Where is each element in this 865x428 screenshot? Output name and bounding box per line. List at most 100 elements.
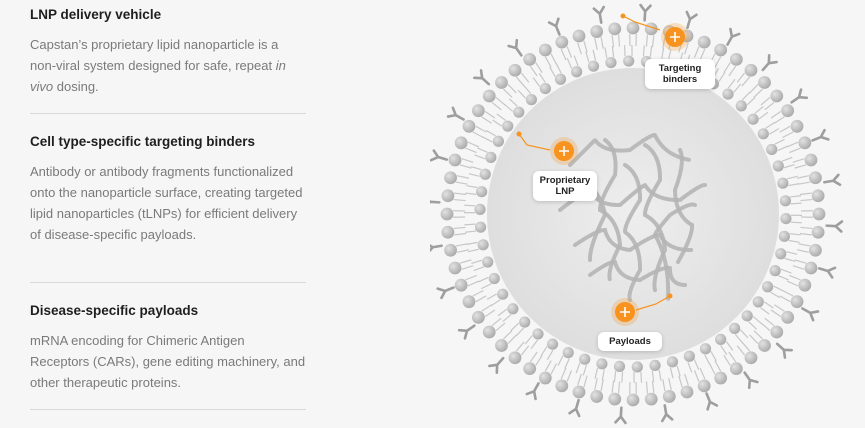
lipid-tail bbox=[520, 72, 530, 83]
lipid-tail bbox=[640, 371, 643, 383]
section-lnp-delivery: LNP delivery vehicle Capstan’s proprieta… bbox=[30, 6, 306, 97]
lipid-head bbox=[555, 379, 569, 393]
lipid-tail bbox=[786, 251, 798, 255]
lipid-head bbox=[508, 351, 522, 365]
lipid-head bbox=[777, 177, 789, 189]
lipid-tail bbox=[794, 164, 807, 169]
lipid-tail bbox=[792, 158, 805, 163]
lipid-head bbox=[474, 221, 487, 233]
lipid-tail bbox=[733, 83, 742, 93]
lipid-head bbox=[605, 56, 617, 69]
lipid-tail bbox=[788, 183, 800, 187]
divider bbox=[30, 409, 306, 410]
lipid-head bbox=[523, 362, 537, 376]
lipid-tail bbox=[472, 131, 484, 139]
lipid-tail bbox=[523, 84, 532, 94]
lipid-tail bbox=[486, 293, 497, 300]
lipid-tail bbox=[577, 373, 582, 386]
lipid-tail bbox=[508, 98, 518, 107]
lipid-tail bbox=[754, 105, 764, 114]
lipid-head bbox=[562, 347, 574, 359]
lipid-tail bbox=[520, 345, 530, 356]
rna-strand bbox=[623, 163, 643, 302]
lipid-tail bbox=[790, 221, 802, 224]
lipid-tail bbox=[468, 248, 480, 253]
lipid-tail bbox=[720, 345, 728, 355]
lipid-tail bbox=[454, 192, 467, 196]
lipid-tail bbox=[758, 111, 769, 120]
lipid-tail bbox=[617, 381, 621, 394]
lipid-tail bbox=[535, 355, 543, 366]
lipid-tail bbox=[471, 259, 483, 265]
binder-shape bbox=[660, 404, 674, 423]
lipid-tail bbox=[492, 119, 503, 127]
binder-icon bbox=[817, 266, 837, 279]
lipid-tail bbox=[467, 280, 480, 287]
lipid-tail bbox=[788, 239, 800, 243]
lipid-head bbox=[497, 288, 509, 300]
binder-shape bbox=[473, 69, 491, 86]
lipid-tail bbox=[645, 381, 649, 394]
lipid-head bbox=[482, 325, 496, 339]
binder-icon bbox=[775, 342, 793, 359]
binder-shape bbox=[436, 286, 455, 300]
binder-shape bbox=[761, 54, 778, 72]
lipid-tail bbox=[786, 141, 799, 148]
lipid-tail bbox=[789, 233, 801, 236]
lipid-tail bbox=[524, 335, 533, 345]
lipid-head bbox=[780, 212, 792, 225]
binder-icon bbox=[488, 356, 505, 374]
binder-icon bbox=[592, 5, 606, 24]
binder-shape bbox=[726, 27, 741, 46]
binder-shape bbox=[790, 88, 809, 104]
lipid-tail bbox=[464, 230, 476, 233]
binder-shape bbox=[568, 398, 581, 418]
lipid-tail bbox=[592, 49, 597, 61]
lipid-tail bbox=[555, 63, 562, 74]
lipid-tail bbox=[669, 367, 674, 379]
lipid-tail bbox=[773, 285, 784, 292]
lipid-head bbox=[476, 186, 488, 198]
lipid-tail bbox=[465, 147, 477, 154]
lipid-tail bbox=[764, 101, 775, 111]
lipid-tail bbox=[600, 379, 604, 392]
lipid-tail bbox=[466, 185, 478, 189]
lipid-tail bbox=[759, 307, 770, 315]
lipid-head bbox=[769, 265, 781, 277]
lipid-tail bbox=[783, 163, 795, 169]
binder-icon bbox=[743, 371, 759, 390]
lipid-head bbox=[766, 143, 778, 156]
binder-shape bbox=[525, 382, 540, 401]
lipid-tail bbox=[465, 274, 477, 281]
lipid-tail bbox=[752, 316, 762, 325]
lipid-head bbox=[779, 195, 792, 207]
lipid-tail bbox=[507, 334, 517, 344]
lipid-head bbox=[571, 66, 583, 78]
lipid-tail bbox=[560, 367, 567, 380]
binder-shape bbox=[446, 106, 465, 121]
lipid-head bbox=[697, 35, 711, 49]
lnp-illustration bbox=[422, 3, 844, 425]
lipid-tail bbox=[746, 96, 756, 106]
lipid-head bbox=[572, 385, 586, 399]
section-targeting-binders: Cell type-specific targeting binders Ant… bbox=[30, 133, 306, 245]
lipid-tail bbox=[504, 103, 514, 112]
lipid-tail bbox=[611, 380, 615, 393]
lipid-tail bbox=[477, 276, 489, 283]
lipid-head bbox=[546, 338, 559, 350]
lipid-tail bbox=[502, 314, 512, 323]
leader-line bbox=[518, 133, 551, 151]
lipid-head bbox=[697, 379, 711, 393]
lipid-tail bbox=[736, 72, 746, 83]
lipid-tail bbox=[490, 299, 501, 307]
lipid-tail bbox=[529, 65, 538, 77]
lipid-head bbox=[596, 358, 608, 370]
binder-icon bbox=[660, 404, 674, 423]
binder-shape bbox=[825, 220, 844, 233]
lipid-head bbox=[741, 310, 753, 322]
lipid-head bbox=[744, 351, 758, 365]
binder-shape bbox=[507, 38, 523, 57]
lipid-tail bbox=[774, 304, 785, 312]
binder-icon bbox=[685, 10, 698, 30]
lipid-tail bbox=[472, 289, 484, 297]
